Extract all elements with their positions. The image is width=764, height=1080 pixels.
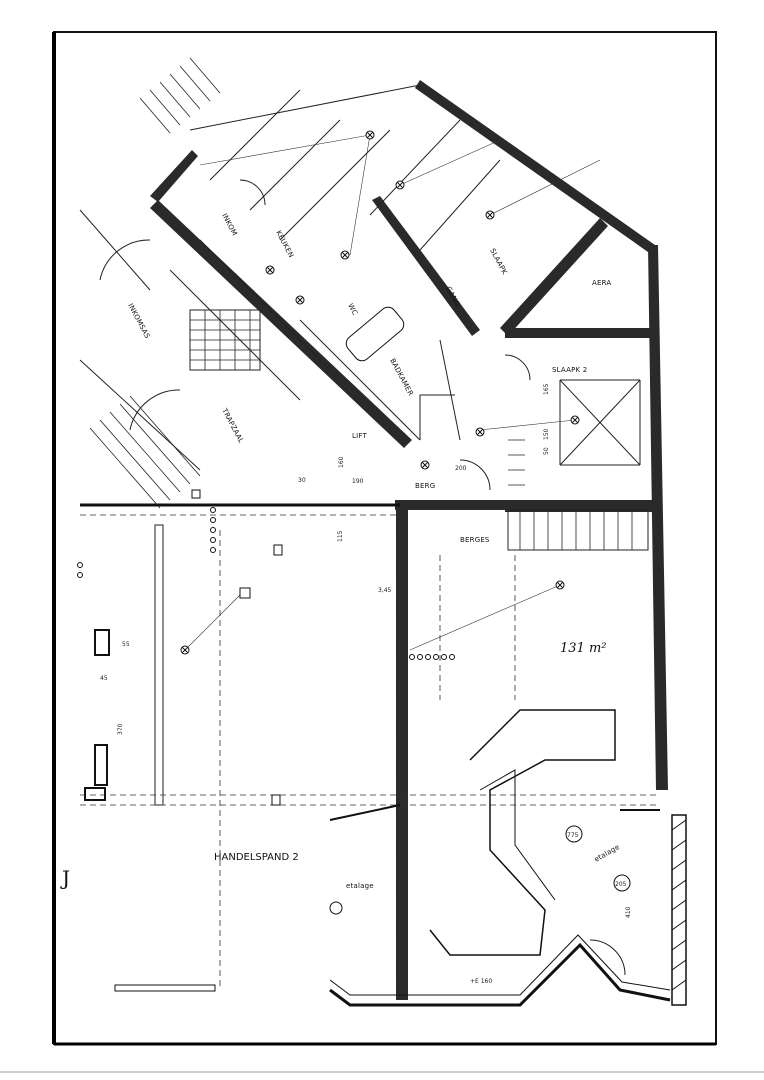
- marker-205: [613, 874, 631, 892]
- dimension-50: 50: [543, 447, 550, 455]
- marker-label-775: 775: [567, 832, 579, 839]
- dimension-160: 160: [338, 456, 345, 468]
- shop-counter: [429, 709, 616, 956]
- trapzaal-stair: [189, 309, 261, 371]
- dimension-345: 3,45: [378, 587, 392, 594]
- wall-central-vertical: [396, 505, 408, 1000]
- outer-wall-ne: [150, 150, 198, 202]
- electrical-wiring: [184, 134, 601, 651]
- dimension-150: 150: [543, 428, 550, 440]
- etalage-outline: [329, 804, 671, 1007]
- column-left: [154, 524, 164, 806]
- dimension-165: 165: [543, 383, 550, 395]
- dimension-190: 190: [352, 478, 364, 485]
- marker-label-205: 205: [615, 881, 627, 888]
- shop-counter-inner: [479, 769, 556, 901]
- dimension-370: 370: [117, 723, 124, 735]
- paper-sheet: [53, 31, 717, 1045]
- wall-socket-icon: [77, 507, 455, 660]
- wall-slaapk2-bottom: [505, 500, 655, 512]
- staircase-upper-left: [139, 57, 221, 134]
- staircase-lower-left: [89, 395, 201, 509]
- dimension-30: 30: [298, 477, 306, 484]
- room-label-etalage: etalage: [346, 882, 374, 890]
- room-label-lift: LIFT: [352, 432, 367, 440]
- dimension-200: 200: [455, 465, 467, 472]
- dimension-45: 45: [100, 675, 108, 682]
- room-label-aera: AERA: [592, 279, 611, 287]
- wall-slaapk2-top: [505, 328, 650, 338]
- wall-hall-horizontal: [395, 500, 505, 510]
- wall-slaapk-diag: [500, 218, 608, 336]
- room-label-berges: BERGES: [460, 536, 490, 544]
- staircase-right: [507, 439, 649, 551]
- room-label-slaapk2: SLAAPK 2: [552, 366, 587, 374]
- wall-badkamer-right: [372, 196, 480, 336]
- wall-diag-mid: [150, 200, 412, 448]
- dimension-410: 410: [625, 906, 632, 918]
- ceiling-light-icon: [180, 130, 580, 655]
- outer-wall-diag-top: [415, 80, 655, 252]
- bay-window-left: [84, 629, 110, 801]
- hatched-exterior-wall: [671, 814, 687, 1006]
- bathtub: [345, 306, 405, 362]
- floor-area-label: 131 m²: [560, 641, 606, 656]
- door-swing-icon: [99, 179, 626, 976]
- room-label-berg: BERG: [415, 482, 435, 490]
- marker-etalage: [329, 901, 343, 915]
- dimension-115: 115: [337, 530, 344, 542]
- corner-mark: J: [60, 866, 70, 890]
- dimension-55: 55: [122, 641, 130, 648]
- marker-775: [565, 825, 583, 843]
- room-label-handelspand: HANDELSPAND 2: [214, 852, 299, 863]
- switch-icon: [191, 489, 283, 806]
- floor-marker-rect: [114, 984, 216, 992]
- dimension-e160: +E 160: [470, 978, 492, 985]
- outer-wall-right: [648, 245, 668, 790]
